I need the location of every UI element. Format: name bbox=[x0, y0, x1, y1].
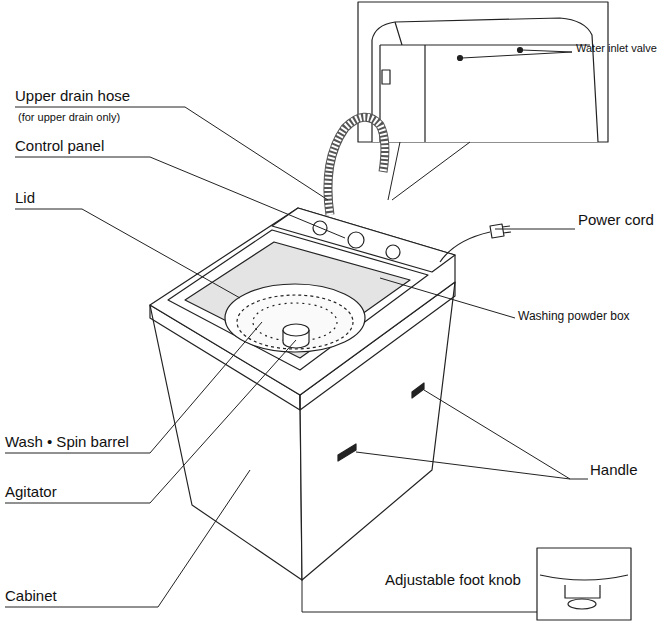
part-label: Control panel bbox=[15, 138, 104, 155]
inset-slot bbox=[382, 70, 390, 84]
handle bbox=[338, 444, 356, 461]
rim-edge bbox=[299, 395, 300, 410]
part-label: Wash • Spin barrel bbox=[5, 434, 129, 451]
inset-pointer bbox=[388, 142, 470, 200]
knob bbox=[348, 232, 364, 248]
part-label: Washing powder box bbox=[518, 310, 630, 323]
foot-inset-drawing bbox=[540, 575, 628, 598]
inset-machine-back bbox=[372, 18, 598, 142]
lid-opening bbox=[185, 242, 410, 358]
knob bbox=[386, 245, 400, 259]
top-deck bbox=[150, 208, 455, 395]
foot-inset-frame bbox=[537, 548, 631, 620]
barrel-holes bbox=[253, 303, 337, 341]
leader-lines bbox=[5, 107, 588, 612]
inlet-dot bbox=[518, 48, 523, 53]
power-cord bbox=[440, 232, 490, 262]
lid-frame bbox=[168, 230, 428, 370]
part-label: (for upper drain only) bbox=[18, 111, 120, 123]
drain-hose-ribs bbox=[328, 117, 385, 215]
part-label: Handle bbox=[590, 462, 638, 479]
inlet-dot bbox=[458, 56, 463, 61]
inset-side bbox=[380, 45, 425, 142]
plug bbox=[490, 224, 511, 238]
inset-frame bbox=[358, 2, 608, 142]
foot-knob bbox=[568, 599, 596, 609]
leader-line bbox=[462, 50, 572, 58]
part-label: Water inlet valve bbox=[576, 42, 657, 54]
part-label: Adjustable foot knob bbox=[385, 572, 521, 589]
agitator-top bbox=[283, 324, 309, 336]
part-label: Upper drain hose bbox=[15, 88, 130, 105]
inset-edges bbox=[380, 22, 590, 45]
part-label: Cabinet bbox=[5, 588, 57, 605]
part-label: Power cord bbox=[578, 212, 654, 229]
handle bbox=[412, 383, 424, 398]
drain-hose bbox=[328, 117, 385, 215]
part-label: Lid bbox=[15, 190, 35, 207]
part-label: Agitator bbox=[5, 484, 57, 501]
